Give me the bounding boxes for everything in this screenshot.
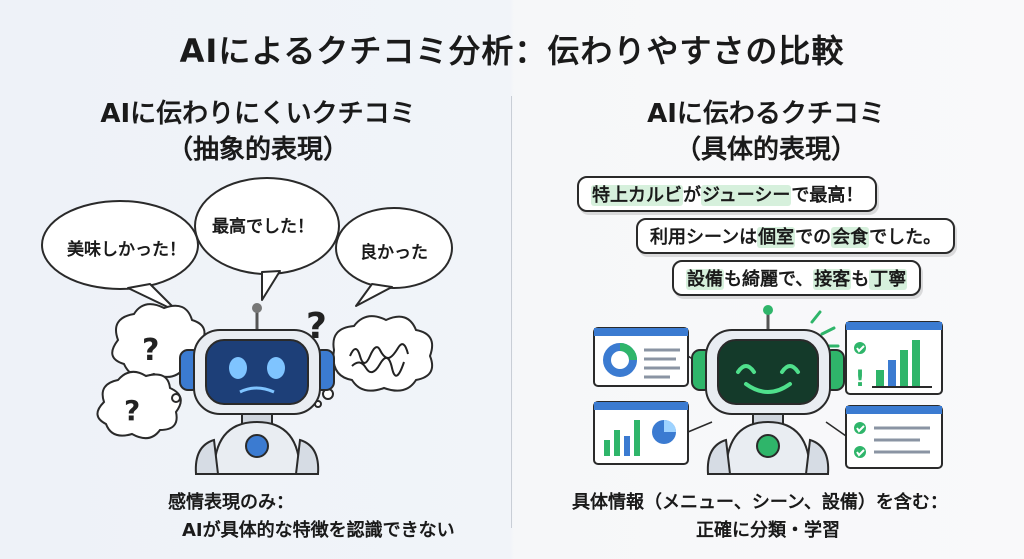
dashboard-panel-donut bbox=[593, 327, 689, 387]
keyword-highlight: ジューシー bbox=[701, 185, 792, 206]
card-text: での bbox=[795, 227, 832, 248]
speech-bubble-good bbox=[335, 207, 453, 307]
robot-confused-icon bbox=[179, 303, 335, 475]
speech-bubble-best bbox=[194, 177, 340, 301]
right-heading-line2: （具体的表現） bbox=[674, 135, 857, 165]
left-heading: AIに伝わりにくいクチコミ （抽象的表現） bbox=[28, 96, 488, 168]
scribble-icon bbox=[349, 343, 409, 377]
review-card-menu: 特上カルビがジューシーで最高！ bbox=[577, 176, 878, 212]
card-text: で最高！ bbox=[791, 185, 864, 206]
right-heading: AIに伝わるクチコミ （具体的表現） bbox=[536, 96, 996, 168]
bubble-text-good: 良かった bbox=[360, 243, 428, 263]
left-heading-line2: （抽象的表現） bbox=[166, 135, 349, 165]
review-card-scene: 利用シーンは個室での会食でした。 bbox=[636, 218, 956, 254]
keyword-highlight: 丁寧 bbox=[869, 269, 908, 290]
page-title: AIによるクチコミ分析：伝わりやすさの比較 bbox=[179, 32, 845, 70]
review-card-facility: 設備も綺麗で、接客も丁寧 bbox=[672, 260, 922, 296]
column-divider bbox=[511, 96, 512, 528]
keyword-highlight: 会食 bbox=[831, 227, 870, 248]
left-heading-line1: AIに伝わりにくいクチコミ bbox=[100, 99, 416, 129]
left-caption: 感情表現のみ： AIが具体的な特徴を認識できない bbox=[168, 489, 455, 545]
robot-happy-icon bbox=[691, 305, 845, 475]
card-text: 利用シーンは bbox=[650, 227, 758, 248]
dashboard-panel-bars bbox=[593, 401, 689, 465]
dashboard-panel-checks: ! bbox=[845, 321, 943, 395]
keyword-highlight: 個室 bbox=[757, 227, 796, 248]
card-text: も綺麗で、 bbox=[724, 269, 814, 290]
question-mark-icon: ? bbox=[124, 394, 140, 427]
left-caption-line2: AIが具体的な特徴を認識できない bbox=[182, 520, 455, 541]
bubble-text-best: 最高でした！ bbox=[212, 217, 314, 237]
keyword-highlight: 特上カルビ bbox=[591, 185, 683, 206]
right-caption: 具体情報（メニュー、シーン、設備）を含む： 正確に分類・学習 bbox=[572, 489, 948, 545]
keyword-highlight: 設備 bbox=[686, 269, 724, 290]
right-caption-line2: 正確に分類・学習 bbox=[696, 520, 840, 541]
card-text: が bbox=[683, 185, 701, 206]
right-heading-line1: AIに伝わるクチコミ bbox=[647, 99, 885, 129]
speech-bubble-delicious bbox=[41, 200, 199, 313]
question-mark-icon: ? bbox=[142, 333, 159, 368]
card-text: でした。 bbox=[869, 227, 942, 248]
keyword-highlight: 接客 bbox=[813, 269, 852, 290]
left-caption-line1: 感情表現のみ： bbox=[168, 492, 294, 513]
svg-text:!: ! bbox=[855, 367, 865, 392]
thought-cloud-question-2 bbox=[96, 370, 182, 440]
right-caption-line1: 具体情報（メニュー、シーン、設備）を含む： bbox=[572, 492, 948, 513]
bubble-text-delicious: 美味しかった！ bbox=[67, 240, 186, 260]
card-text: も bbox=[851, 269, 870, 290]
dashboard-panel-checklist bbox=[845, 405, 943, 469]
